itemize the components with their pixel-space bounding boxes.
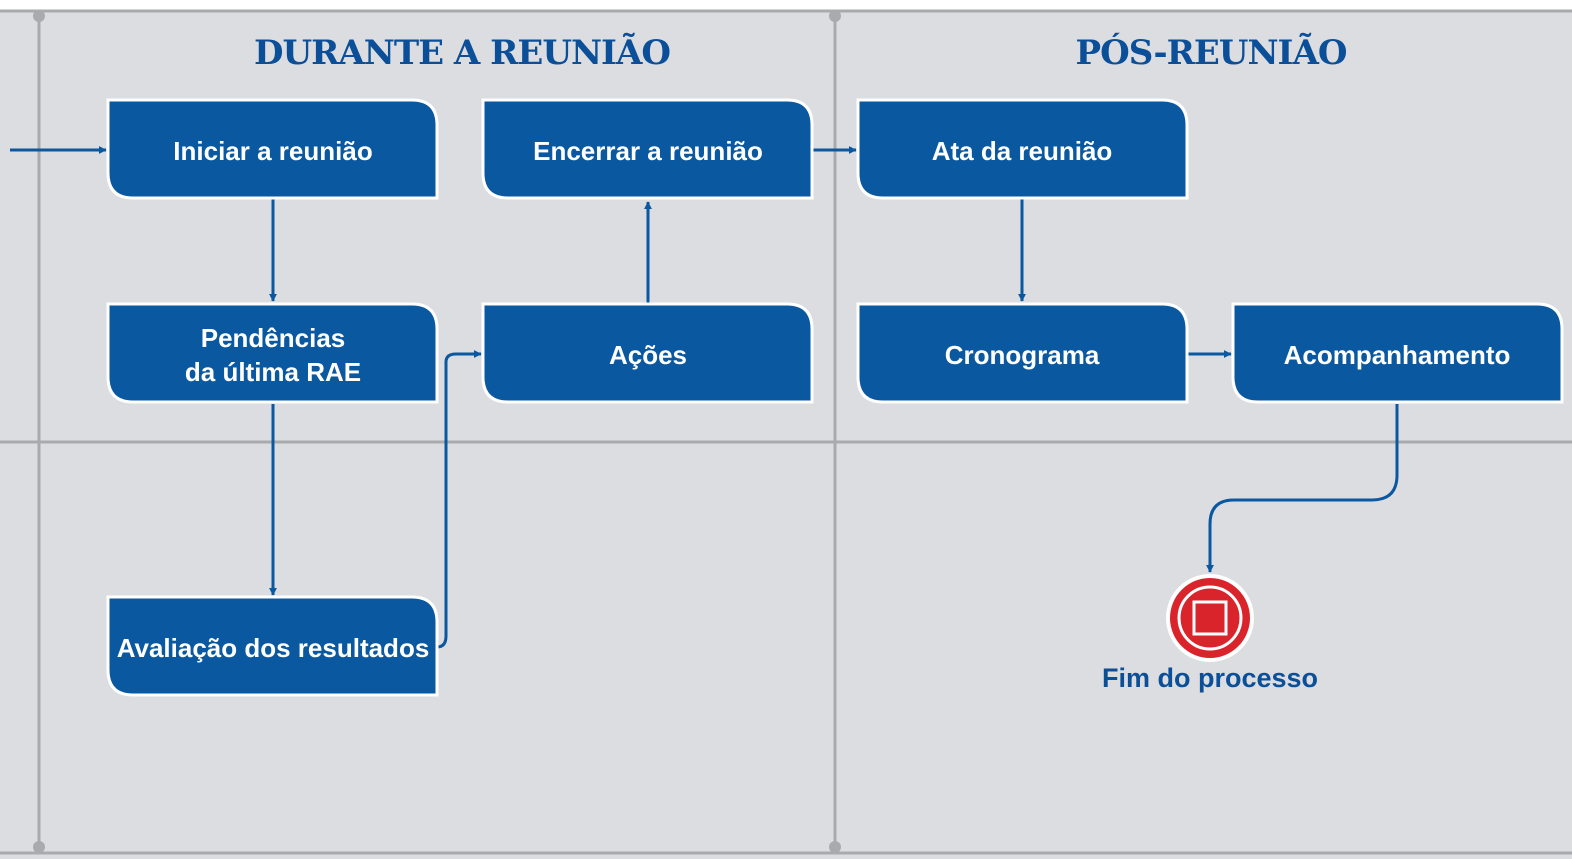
end-event-label: Fim do processo xyxy=(1102,663,1318,693)
top-margin xyxy=(0,0,1572,10)
connector-acompanhamento-to-end xyxy=(1206,404,1399,573)
node-acoes[interactable]: Ações xyxy=(481,302,814,404)
connector-avaliacao-to-acoes xyxy=(436,350,482,649)
frame-dot xyxy=(829,841,841,853)
end-event-circle xyxy=(1170,578,1250,658)
node-encerrar-a-reuniao[interactable]: Encerrar a reunião xyxy=(481,98,814,200)
end-event[interactable] xyxy=(1166,574,1254,662)
node-cronograma[interactable]: Cronograma xyxy=(856,302,1189,404)
node-acompanhamento[interactable]: Acompanhamento xyxy=(1231,302,1564,404)
node-label: da última RAE xyxy=(185,357,361,387)
node-label: Ata da reunião xyxy=(932,136,1113,166)
lane-title-during: DURANTE A REUNIÃO xyxy=(254,33,670,73)
lane-title-post: PÓS-REUNIÃO xyxy=(1076,32,1347,73)
node-label: Pendências xyxy=(201,323,346,353)
frame-dot xyxy=(829,10,841,22)
node-label: Cronograma xyxy=(945,340,1100,370)
node-avaliacao-dos-resultados[interactable]: Avaliação dos resultados xyxy=(106,595,439,697)
node-ata-da-reuniao[interactable]: Ata da reunião xyxy=(856,98,1189,200)
node-pendencias-da-ultima-rae[interactable]: Pendências da última RAE xyxy=(106,302,439,404)
stop-square-icon xyxy=(1192,600,1228,636)
frame-dot xyxy=(33,10,45,22)
node-label: Encerrar a reunião xyxy=(533,136,763,166)
node-iniciar-a-reuniao[interactable]: Iniciar a reunião xyxy=(106,98,439,200)
node-label: Acompanhamento xyxy=(1284,340,1511,370)
node-label: Ações xyxy=(609,340,687,370)
node-label: Avaliação dos resultados xyxy=(117,633,430,663)
end-event-ring xyxy=(1177,585,1243,651)
node-label: Iniciar a reunião xyxy=(173,136,372,166)
frame-dot xyxy=(33,841,45,853)
